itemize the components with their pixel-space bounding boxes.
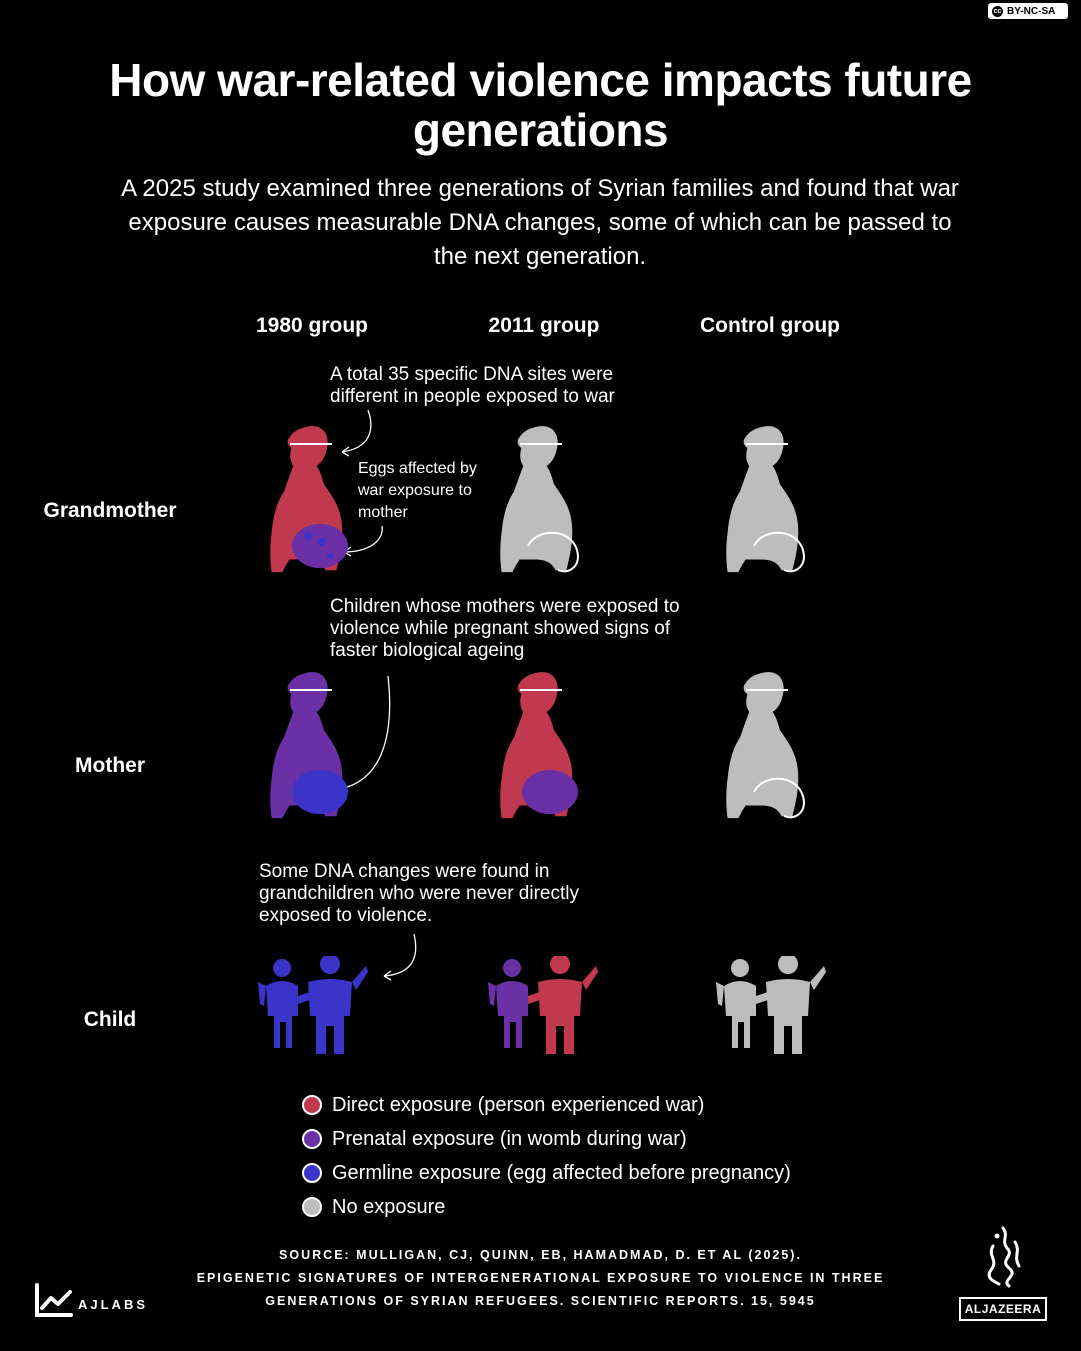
grandmother-1980-figure xyxy=(268,418,348,584)
source-citation: SOURCE: MULLIGAN, CJ, QUINN, EB, HAMADMA… xyxy=(150,1244,931,1313)
mother-2011-figure xyxy=(498,664,578,830)
row-child: Child xyxy=(83,1008,137,1031)
legend-label-direct: Direct exposure (person experienced war) xyxy=(332,1093,705,1116)
mother-control-figure xyxy=(724,664,806,819)
source-line-1: SOURCE: MULLIGAN, CJ, QUINN, EB, HAMADMA… xyxy=(279,1248,802,1262)
legend-swatch-prenatal xyxy=(302,1129,322,1149)
ajlabs-logo: AJLABS xyxy=(34,1282,148,1318)
annotation-eggs: Eggs affected by war exposure to mother xyxy=(358,460,477,521)
child-control-figure xyxy=(716,956,826,1056)
child-1980-figure xyxy=(258,956,368,1056)
legend-item-germline: Germline exposure (egg affected before p… xyxy=(302,1156,791,1190)
legend-item-direct: Direct exposure (person experienced war) xyxy=(302,1088,791,1122)
legend-swatch-direct xyxy=(302,1095,322,1115)
ajlabs-text: AJLABS xyxy=(78,1297,149,1312)
ajlabs-chart-icon xyxy=(35,1283,73,1317)
legend-swatch-none xyxy=(302,1197,322,1217)
child-2011-figure xyxy=(488,956,598,1054)
annotation-grandchildren: Some DNA changes were found in grandchil… xyxy=(259,861,579,926)
column-2011: 2011 group xyxy=(488,314,600,337)
cc-icon: cc xyxy=(992,5,1003,17)
arrow-eggs xyxy=(343,525,383,553)
grandmother-2011-figure xyxy=(498,418,580,573)
aljazeera-text: ALJAZEERA xyxy=(958,1297,1048,1321)
legend-item-none: No exposure xyxy=(302,1190,791,1224)
arrow-dna-sites xyxy=(341,409,372,453)
legend-label-prenatal: Prenatal exposure (in womb during war) xyxy=(332,1127,687,1150)
column-control: Control group xyxy=(700,314,840,337)
mother-1980-figure xyxy=(268,664,348,830)
legend-label-none: No exposure xyxy=(332,1195,446,1218)
aljazeera-logo: ALJAZEERA xyxy=(955,1226,1051,1321)
row-grandmother: Grandmother xyxy=(43,499,177,522)
legend: Direct exposure (person experienced war)… xyxy=(302,1088,791,1224)
arrow-grandchildren xyxy=(383,933,417,977)
legend-label-germline: Germline exposure (egg affected before p… xyxy=(332,1161,791,1184)
column-1980: 1980 group xyxy=(255,314,369,337)
license-badge: cc BY-NC-SA xyxy=(988,3,1068,19)
source-line-3: GENERATIONS OF SYRIAN REFUGEES. SCIENTIF… xyxy=(265,1294,816,1308)
grandmother-control-figure xyxy=(724,418,806,573)
license-text: BY-NC-SA xyxy=(1007,5,1056,17)
aljazeera-calligraphy-icon xyxy=(987,1226,1021,1288)
legend-swatch-germline xyxy=(302,1163,322,1183)
page-title: How war-related violence impacts future … xyxy=(109,54,972,156)
source-line-2: EPIGENETIC SIGNATURES OF INTERGENERATION… xyxy=(196,1271,885,1285)
legend-item-prenatal: Prenatal exposure (in womb during war) xyxy=(302,1122,791,1156)
annotation-ageing: Children whose mothers were exposed to v… xyxy=(330,596,680,661)
page-subtitle: A 2025 study examined three generations … xyxy=(121,175,959,270)
annotation-dna-sites: A total 35 specific DNA sites were diffe… xyxy=(330,364,615,407)
row-mother: Mother xyxy=(75,754,145,777)
